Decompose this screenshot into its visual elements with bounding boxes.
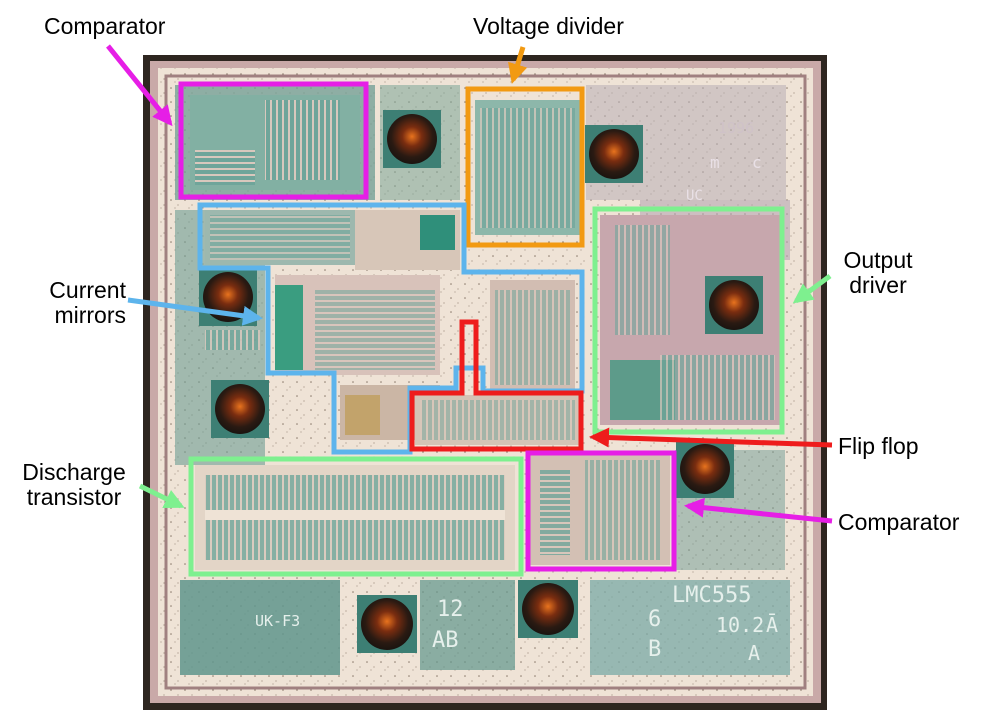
marking-part: LMC555: [672, 583, 751, 608]
marking-a-bar: Ā: [766, 613, 778, 637]
arrow-comparator-top: [106, 44, 173, 127]
label-flip-flop: Flip flop: [838, 433, 919, 459]
marking-ab: AB: [432, 628, 459, 653]
outline-comparator-bottom: [525, 450, 677, 572]
label-output-driver-line1: Output: [843, 247, 913, 273]
label-current-mirrors: Current mirrors: [22, 278, 126, 328]
label-output-driver-line2: driver: [849, 272, 907, 298]
outline-discharge-transistor: [188, 456, 524, 577]
marking-m: m: [710, 153, 720, 172]
label-discharge-line2: transistor: [26, 484, 122, 510]
label-discharge-line1: Discharge: [22, 459, 126, 485]
marking-uc: UC: [686, 188, 703, 204]
outline-current-mirrors: [197, 202, 585, 455]
arrow-voltage-divider: [508, 46, 528, 84]
label-output-driver: Output driver: [828, 248, 928, 298]
circuit-blocks: [190, 95, 780, 570]
outline-comparator-top: [178, 81, 369, 200]
arrow-output-driver: [792, 273, 832, 304]
marking-12: 12: [437, 597, 464, 622]
label-discharge-transistor: Discharge transistor: [10, 460, 138, 510]
marking-6: 6: [648, 607, 661, 632]
die-markings: 1996 m c UC UK-F3 12 AB 6 B LMC555 10.2 …: [255, 119, 778, 665]
highlight-outlines: [178, 81, 785, 577]
marking-a: A: [748, 641, 760, 665]
label-current-mirrors-line1: Current: [49, 277, 126, 303]
label-current-mirrors-line2: mirrors: [54, 302, 126, 328]
marking-rev: 10.2: [716, 613, 764, 637]
marking-year: 1996: [718, 119, 754, 137]
arrow-comparator-bottom: [684, 497, 833, 524]
arrow-flip-flop: [589, 427, 833, 448]
arrow-discharge-transistor: [138, 483, 185, 509]
leader-arrows: [106, 44, 833, 524]
label-comparator-bottom: Comparator: [838, 509, 960, 535]
marking-c: c: [752, 153, 762, 172]
marking-b: B: [648, 637, 661, 662]
label-voltage-divider: Voltage divider: [473, 13, 624, 39]
outline-voltage-divider: [465, 86, 585, 248]
marking-uk-f3: UK-F3: [255, 612, 300, 630]
outline-flip-flop: [409, 319, 584, 452]
arrow-current-mirrors: [127, 297, 263, 326]
outline-output-driver: [592, 206, 785, 435]
label-comparator-top: Comparator: [44, 13, 166, 39]
